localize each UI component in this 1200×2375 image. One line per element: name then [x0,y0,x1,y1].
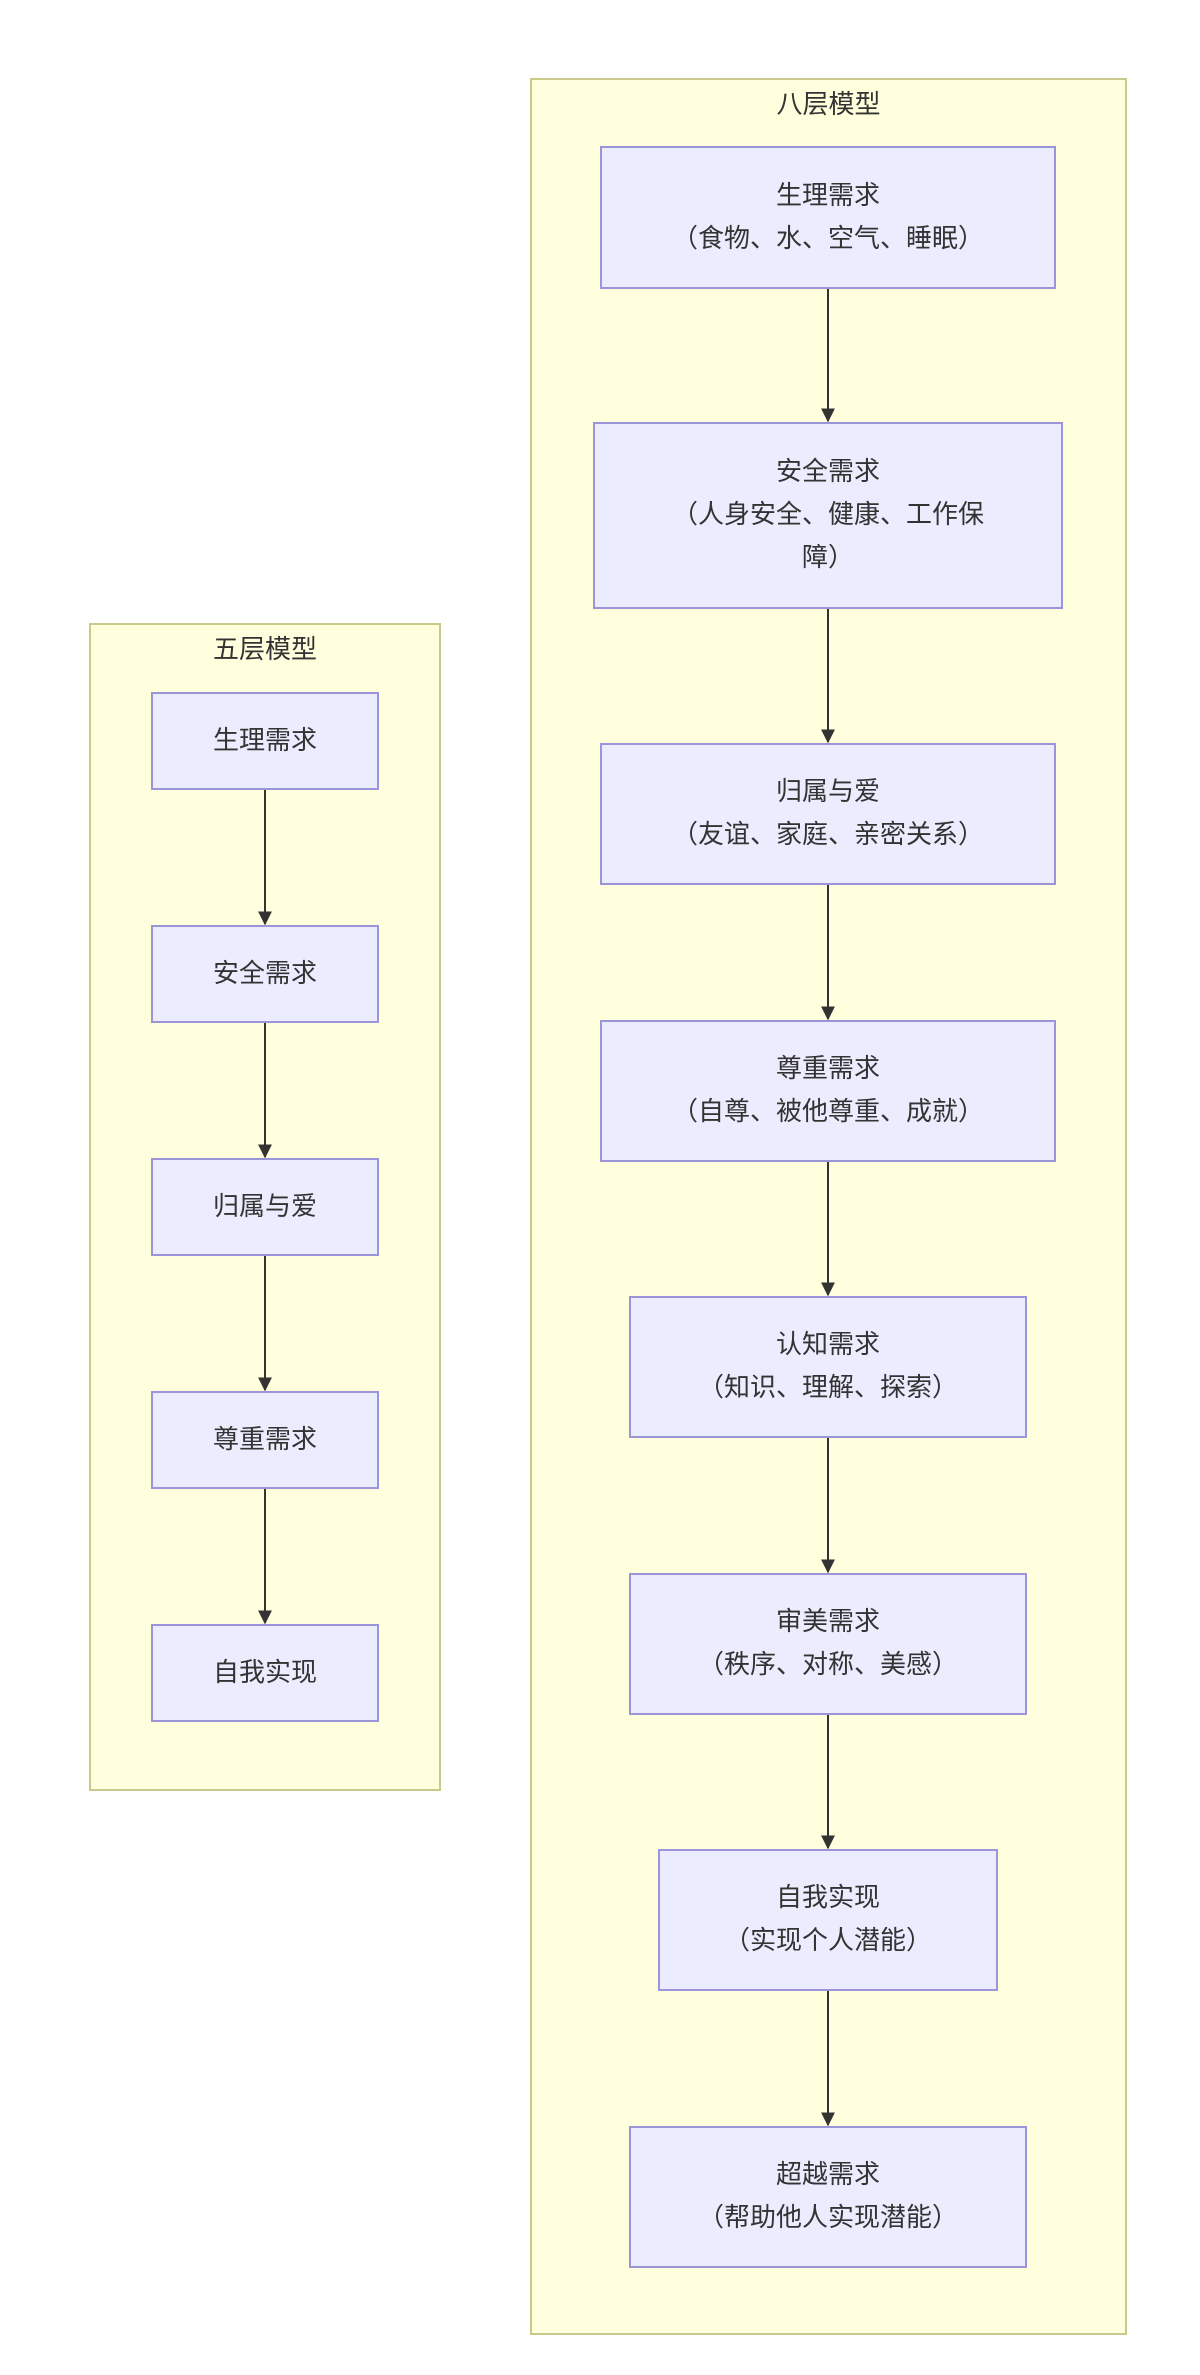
node-title: 审美需求 [775,1607,880,1637]
node-detail: （自尊、被他尊重、成就） [671,1097,984,1127]
eight-node-aesthetic: 审美需求 （秩序、对称、美感） [629,1573,1027,1715]
five-node-esteem: 尊重需求 [151,1391,379,1489]
node-label: 生理需求 [212,725,317,756]
node-label: 自我实现 [212,1657,317,1688]
node-detail: （秩序、对称、美感） [697,1650,958,1680]
node-title: 安全需求 [775,457,880,487]
eight-node-esteem: 尊重需求 （自尊、被他尊重、成就） [600,1020,1056,1162]
five-node-self-actualization: 自我实现 [151,1624,379,1722]
eight-node-transcendence: 超越需求 （帮助他人实现潜能） [629,2126,1027,2268]
eight-layer-title: 八层模型 [776,90,881,120]
node-detail: （知识、理解、探索） [697,1373,958,1403]
eight-node-physiological: 生理需求 （食物、水、空气、睡眠） [600,146,1056,289]
five-node-safety: 安全需求 [151,925,379,1023]
node-detail: （友谊、家庭、亲密关系） [671,820,984,850]
five-node-belonging: 归属与爱 [151,1158,379,1256]
node-detail: （实现个人潜能） [723,1926,932,1956]
node-detail-continued: 障） [801,543,854,573]
node-title: 超越需求 [775,2160,880,2190]
node-label: 归属与爱 [212,1191,317,1222]
node-title: 尊重需求 [775,1054,880,1084]
node-title: 自我实现 [775,1883,880,1913]
node-detail: （帮助他人实现潜能） [697,2203,958,2233]
eight-node-self-actualization: 自我实现 （实现个人潜能） [658,1849,998,1991]
node-label: 尊重需求 [212,1424,317,1455]
eight-node-belonging: 归属与爱 （友谊、家庭、亲密关系） [600,743,1056,885]
eight-layer-cluster: 八层模型 [530,78,1127,2335]
node-title: 认知需求 [775,1330,880,1360]
five-node-physiological: 生理需求 [151,692,379,790]
node-detail: （人身安全、健康、工作保 [671,500,984,530]
eight-node-safety: 安全需求 （人身安全、健康、工作保 障） [593,422,1063,609]
eight-node-cognitive: 认知需求 （知识、理解、探索） [629,1296,1027,1438]
node-title: 归属与爱 [775,777,880,807]
node-detail: （食物、水、空气、睡眠） [671,223,984,254]
node-title: 生理需求 [775,180,880,211]
node-label: 安全需求 [212,958,317,989]
five-layer-title: 五层模型 [212,635,317,665]
